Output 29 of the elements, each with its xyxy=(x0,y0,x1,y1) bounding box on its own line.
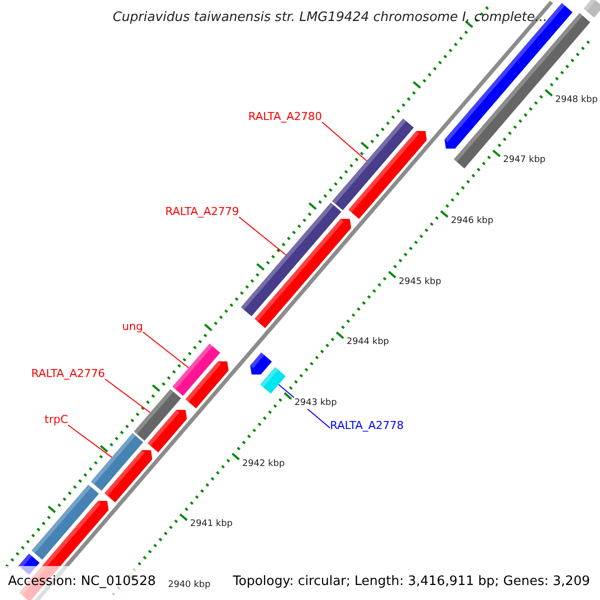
leader-line xyxy=(104,378,151,414)
leader-line xyxy=(142,332,190,368)
topology-text: Topology: circular; Length: 3,416,911 bp; Genes: 3,209 xyxy=(232,573,590,591)
scale-label: 2943 kbp xyxy=(294,396,337,409)
scale-label: 2940 kbp xyxy=(168,578,210,591)
gene-label: trpC xyxy=(44,413,68,427)
leader-line xyxy=(68,424,112,458)
leader-line xyxy=(238,216,286,256)
scale-label: 2947 kbp xyxy=(503,154,546,166)
map-title: Cupriavidus taiwanensis str. LMG19424 chromosome I, complete... xyxy=(112,9,548,27)
gene-label: RALTA_A2776 xyxy=(31,367,105,381)
gene-bar xyxy=(134,389,182,441)
gene-bar xyxy=(240,202,342,316)
gene-label: RALTA_A2779 xyxy=(165,205,239,219)
scale-label: 2942 kbp xyxy=(242,458,285,470)
gene-bar xyxy=(90,433,144,491)
scale-label: 2946 kbp xyxy=(450,215,494,228)
gene-label: RALTA_A2780 xyxy=(248,110,322,124)
scale-label: 2941 kbp xyxy=(190,518,233,530)
scale-label: 2944 kbp xyxy=(346,336,390,348)
scale-label: 2948 kbp xyxy=(555,94,598,106)
accession-text: Accession: NC_010528 xyxy=(8,573,156,591)
gene-bar xyxy=(260,367,286,394)
gene-bar xyxy=(172,344,220,396)
scale-label: 2945 kbp xyxy=(398,276,442,288)
gene-bar xyxy=(332,118,414,210)
leader-line xyxy=(322,122,368,162)
gene-label: RALTA_A2778 xyxy=(330,419,404,433)
gene-label: ung xyxy=(122,320,143,334)
